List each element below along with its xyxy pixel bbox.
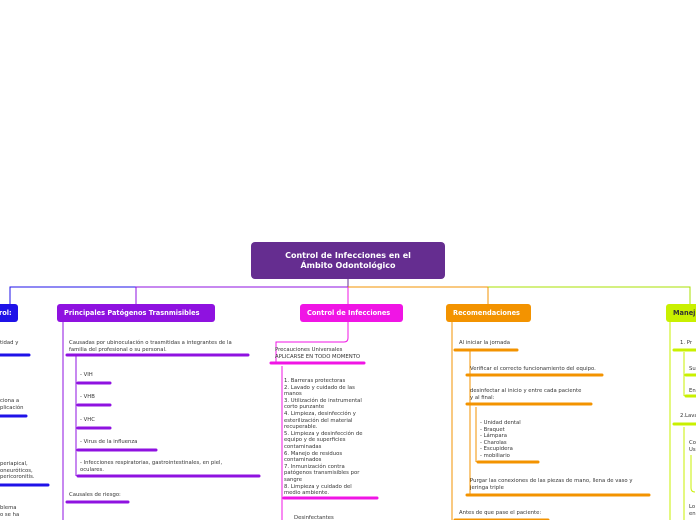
left-underlines <box>0 353 50 487</box>
pathogens-risk[interactable]: Causales de riesgo: <box>69 492 121 498</box>
root-topic[interactable]: Control de Infecciones en el Ámbito Odon… <box>251 242 445 279</box>
pathogen-item[interactable]: - VHB <box>80 394 95 400</box>
control-links <box>275 322 349 520</box>
branch-left[interactable]: rol: <box>0 304 18 322</box>
control-precautions[interactable]: Precauciones Universales APLICARSE EN TO… <box>275 347 361 360</box>
recommendations-underlines <box>453 348 651 520</box>
left-text-3[interactable]: periapical, oneuróticos, pericoronitis. <box>0 461 35 481</box>
right-text-5[interactable]: Co Us <box>689 440 696 453</box>
link-pathogens <box>135 286 348 304</box>
control-underlines <box>269 361 379 500</box>
branch-pathogens-label: Principales Patógenos Trasnmisibles <box>64 309 200 317</box>
control-list[interactable]: 1. Barreras protectoras 2. Lavado y cuid… <box>284 378 363 497</box>
control-disinfectants[interactable]: Desinfectantes <box>294 515 334 521</box>
right-text-6[interactable]: Lo en <box>689 504 696 517</box>
branch-right[interactable]: Manej <box>666 304 696 322</box>
root-title: Control de Infecciones en el Ámbito Odon… <box>285 250 411 270</box>
right-text-2[interactable]: Su <box>689 366 696 372</box>
pathogen-item[interactable]: - VHC <box>80 417 95 423</box>
branch-control[interactable]: Control de Infecciones <box>300 304 403 322</box>
branch-control-label: Control de Infecciones <box>307 309 391 317</box>
pathogens-underlines <box>65 353 261 504</box>
link-left <box>9 286 348 304</box>
right-text-4[interactable]: 2.Lava <box>680 413 696 419</box>
right-links <box>669 322 696 520</box>
left-text-4[interactable]: blema o se ha <box>0 505 20 518</box>
left-text-2[interactable]: ciona a plicación <box>0 398 24 411</box>
branch-right-label: Manej <box>673 309 696 317</box>
pathogen-item[interactable]: - Virus de la influenza <box>80 439 138 445</box>
pathogens-intro[interactable]: Causadas por ubinoculación o trasmitidas… <box>69 340 232 353</box>
left-text-1[interactable]: tidad y <box>0 340 19 346</box>
link-right <box>488 286 691 304</box>
recommendation-items[interactable]: - Unidad dental - Braquet - Lámpara - Ch… <box>480 420 521 459</box>
recommendation-start[interactable]: Al iniciar la jornada <box>459 340 510 346</box>
link-recommendations <box>348 286 489 304</box>
recommendation-verify[interactable]: Verificar el correcto funcionamiento del… <box>470 366 596 372</box>
branch-recommendations-label: Recomendaciones <box>453 309 520 317</box>
branch-left-label: rol: <box>0 309 12 317</box>
recommendation-disinfect[interactable]: desinfectar al inicio y entre cada pacie… <box>470 388 582 401</box>
recommendation-before[interactable]: Antes de que pase el paciente: <box>459 510 542 516</box>
branch-recommendations[interactable]: Recomendaciones <box>446 304 531 322</box>
right-text-1[interactable]: 1. Pr <box>680 340 693 346</box>
recommendation-purge[interactable]: Purgar las conexiones de las piezas de m… <box>470 478 633 491</box>
right-underlines <box>672 348 696 426</box>
pathogen-item[interactable]: - Infecciones respiratorias, gastrointes… <box>80 460 223 473</box>
right-text-3[interactable]: En <box>689 388 696 394</box>
pathogens-links <box>62 322 77 520</box>
branch-pathogens[interactable]: Principales Patógenos Trasnmisibles <box>57 304 215 322</box>
pathogen-item[interactable]: - VIH <box>80 372 93 378</box>
